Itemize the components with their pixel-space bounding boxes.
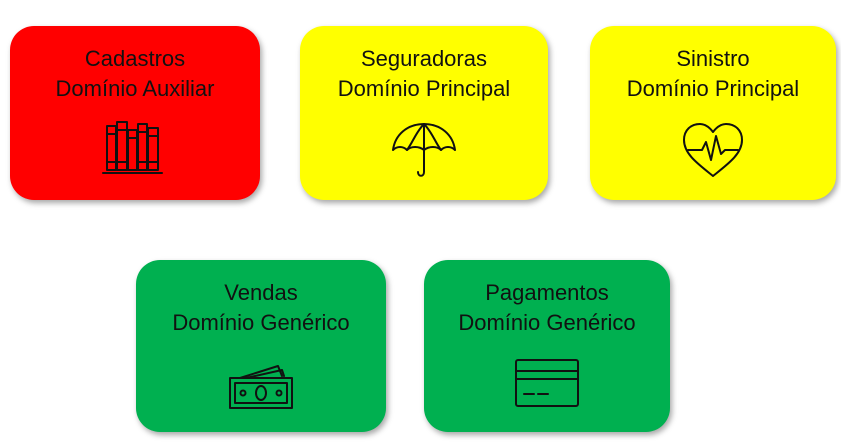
card-seguradoras: Seguradoras Domínio Principal bbox=[300, 26, 548, 200]
card-title: Cadastros bbox=[84, 46, 186, 71]
card-sinistro: Sinistro Domínio Principal bbox=[590, 26, 836, 200]
card-subtitle: Domínio Principal bbox=[337, 76, 511, 101]
card-cadastros: Cadastros Domínio Auxiliar bbox=[10, 26, 260, 200]
card-subtitle: Domínio Genérico bbox=[172, 310, 350, 335]
umbrella-icon bbox=[389, 120, 459, 180]
card-subtitle: Domínio Genérico bbox=[458, 310, 636, 335]
card-subtitle: Domínio Auxiliar bbox=[55, 76, 215, 101]
money-icon bbox=[226, 354, 296, 414]
books-icon bbox=[100, 120, 170, 180]
heartbeat-icon bbox=[678, 120, 748, 180]
credit-card-icon bbox=[512, 354, 582, 414]
card-title: Seguradoras bbox=[361, 46, 487, 71]
card-vendas: Vendas Domínio Genérico bbox=[136, 260, 386, 432]
card-pagamentos: Pagamentos Domínio Genérico bbox=[424, 260, 670, 432]
card-title: Vendas bbox=[224, 280, 298, 305]
card-title: Pagamentos bbox=[485, 280, 609, 305]
card-title: Sinistro bbox=[676, 46, 750, 71]
card-subtitle: Domínio Principal bbox=[626, 76, 800, 101]
